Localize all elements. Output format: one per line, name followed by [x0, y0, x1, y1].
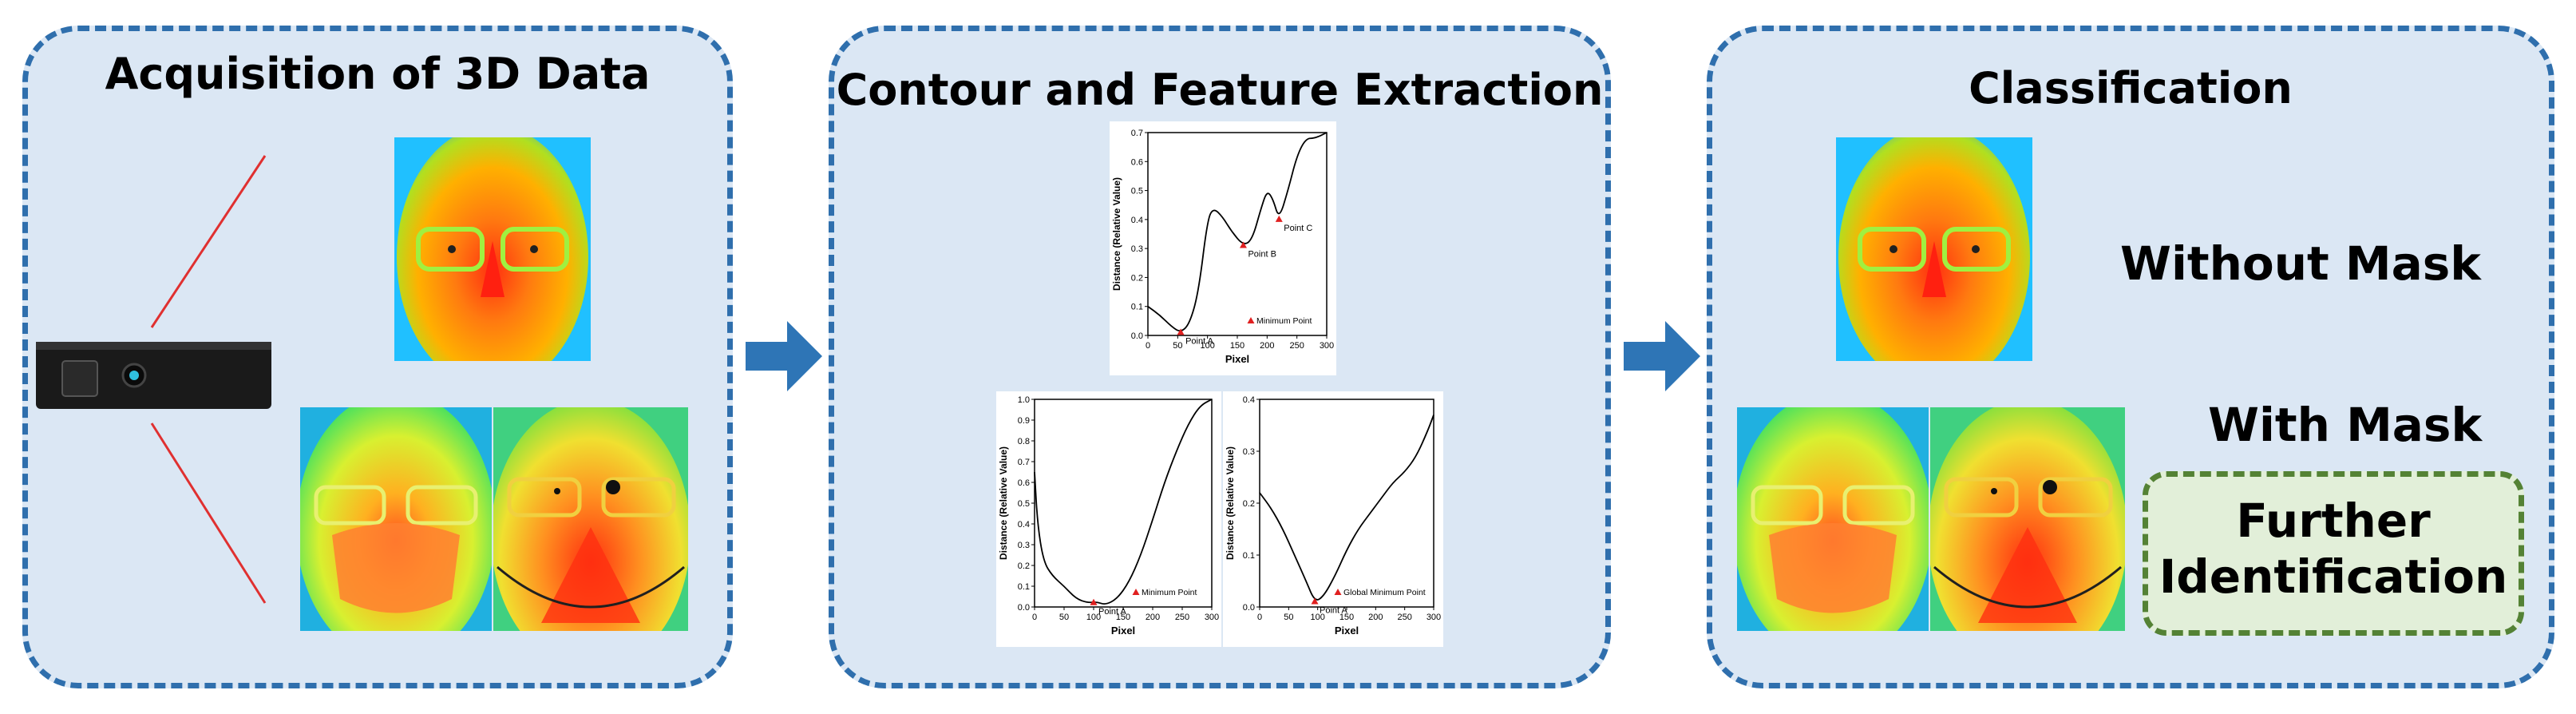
- y-tick-label: 0.1: [1243, 551, 1255, 561]
- y-tick-label: 0.4: [1131, 216, 1143, 225]
- legend-label: Global Minimum Point: [1343, 588, 1426, 597]
- y-axis-label: Distance (Relative Value): [998, 446, 1009, 560]
- x-tick-label: 250: [1289, 341, 1304, 351]
- x-tick-label: 250: [1175, 613, 1189, 622]
- x-axis-label: Pixel: [1111, 625, 1135, 637]
- classified-face-no-mask-image: [1836, 137, 2032, 361]
- plot-frame: [1259, 399, 1434, 608]
- y-axis-label: Distance (Relative Value): [1111, 177, 1122, 291]
- minimum-point-marker: [1275, 215, 1283, 222]
- point-label: Point A: [1320, 606, 1348, 616]
- y-tick-label: 0.1: [1131, 303, 1143, 312]
- y-tick-label: 0.1: [1018, 582, 1030, 592]
- x-tick-label: 300: [1205, 613, 1219, 622]
- depth-face-no-mask-image: [394, 137, 591, 361]
- point-label: Point A: [1185, 336, 1214, 346]
- x-tick-label: 100: [1086, 613, 1101, 622]
- x-tick-label: 250: [1397, 613, 1411, 622]
- x-tick-label: 100: [1200, 341, 1214, 351]
- x-tick-label: 0: [1257, 613, 1262, 622]
- camera-field-lines: [150, 155, 267, 604]
- x-tick-label: 150: [1339, 613, 1354, 622]
- with-mask-label: With Mask: [2208, 398, 2483, 452]
- legend-marker: [1334, 589, 1342, 595]
- y-tick-label: 0.7: [1131, 129, 1143, 138]
- point-label: Point B: [1248, 250, 1276, 260]
- y-tick-label: 0.6: [1018, 478, 1030, 488]
- y-tick-label: 0.7: [1018, 458, 1030, 467]
- contour-plot-1: 0 50 100 150 200 250 300 0.0 0.1 0.2 0.3 0.4 0.5 0.6 0…: [1110, 121, 1336, 375]
- classified-face-mask-right-image: [1930, 407, 2125, 631]
- y-tick-label: 0.6: [1131, 157, 1143, 167]
- acquisition-title: Acquisition of 3D Data: [105, 49, 651, 99]
- x-tick-label: 200: [1146, 613, 1160, 622]
- further-identification-box: Further Identification: [2143, 471, 2524, 636]
- classified-face-mask-left-image: [1737, 407, 1929, 631]
- x-tick-label: 150: [1116, 613, 1130, 622]
- y-tick-label: 0.9: [1018, 416, 1030, 426]
- legend-label: Minimum Point: [1256, 316, 1312, 326]
- x-tick-label: 0: [1146, 341, 1150, 351]
- y-tick-label: 0.2: [1243, 499, 1255, 509]
- depth-face-mask-right-image: [493, 407, 688, 631]
- y-tick-label: 0.3: [1131, 244, 1143, 254]
- plot-frame: [1147, 132, 1328, 336]
- y-tick-label: 0.4: [1243, 395, 1255, 405]
- y-tick-label: 0.2: [1018, 561, 1030, 571]
- depth-face-mask-left-image: [300, 407, 492, 631]
- extraction-title: Contour and Feature Extraction: [836, 65, 1604, 115]
- further-line-1: Further: [2236, 494, 2431, 548]
- x-tick-label: 50: [1284, 613, 1293, 622]
- depth-camera-icon: [36, 342, 271, 409]
- y-tick-label: 0.5: [1018, 499, 1030, 509]
- x-tick-label: 50: [1059, 613, 1069, 622]
- y-tick-label: 0.0: [1018, 603, 1030, 613]
- y-tick-label: 0.3: [1243, 447, 1255, 457]
- series-line: [1034, 399, 1213, 605]
- y-tick-label: 0.3: [1018, 541, 1030, 550]
- point-label: Point A: [1098, 607, 1127, 617]
- series-line: [1147, 132, 1328, 332]
- further-line-2: Identification: [2159, 549, 2508, 604]
- contour-plot-2: 0 50 100 150 200 250 300 0.0 0.1 0.2 0.3 0.4 0.5 0.6 0…: [996, 391, 1221, 647]
- minimum-point-marker: [1311, 597, 1319, 605]
- legend-marker: [1247, 317, 1255, 323]
- y-tick-label: 0.0: [1243, 603, 1255, 613]
- y-axis-label: Distance (Relative Value): [1225, 446, 1236, 560]
- classification-title: Classification: [1969, 63, 2293, 113]
- point-label: Point C: [1284, 224, 1312, 233]
- x-tick-label: 200: [1368, 613, 1383, 622]
- y-tick-label: 0.4: [1018, 520, 1030, 530]
- without-mask-label: Without Mask: [2120, 236, 2481, 291]
- y-tick-label: 0.8: [1018, 437, 1030, 446]
- minimum-point-marker: [1090, 598, 1098, 605]
- x-tick-label: 200: [1260, 341, 1274, 351]
- x-tick-label: 0: [1032, 613, 1037, 622]
- x-axis-label: Pixel: [1335, 625, 1359, 637]
- flow-arrow-2: [1624, 321, 1700, 391]
- y-tick-label: 0.0: [1131, 331, 1143, 341]
- plot-frame: [1034, 399, 1213, 608]
- x-tick-label: 100: [1310, 613, 1324, 622]
- legend-marker: [1132, 589, 1140, 595]
- y-tick-label: 0.2: [1131, 273, 1143, 283]
- x-tick-label: 300: [1426, 613, 1441, 622]
- x-tick-label: 300: [1320, 341, 1334, 351]
- flow-arrow-1: [746, 321, 822, 391]
- legend-label: Minimum Point: [1142, 588, 1197, 597]
- y-tick-label: 0.5: [1131, 187, 1143, 196]
- x-axis-label: Pixel: [1225, 353, 1249, 365]
- y-tick-label: 1.0: [1018, 395, 1030, 405]
- x-tick-label: 150: [1230, 341, 1244, 351]
- series-line: [1259, 415, 1434, 601]
- x-tick-label: 50: [1173, 341, 1182, 351]
- minimum-point-marker: [1177, 328, 1185, 335]
- minimum-point-marker: [1239, 241, 1247, 248]
